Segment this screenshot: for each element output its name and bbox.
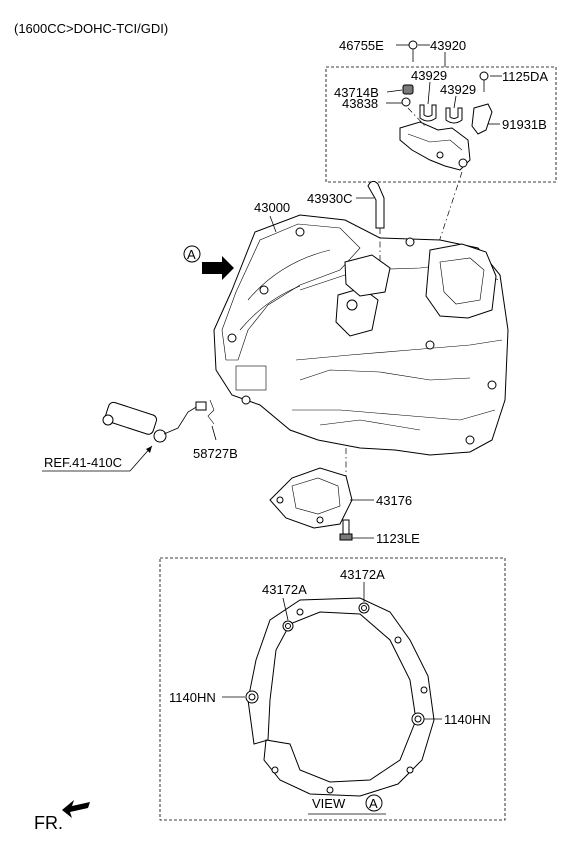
clutch-cylinder-fitting: [153, 429, 167, 443]
part-43838-drawing: [401, 97, 411, 107]
clutch-cylinder-body: [104, 401, 158, 435]
clutch-line-connector: [195, 401, 207, 411]
dash-bracket-to-case: [437, 171, 463, 246]
mount-bracket-hole-2: [276, 496, 284, 504]
gasket-hole-2: [394, 636, 402, 644]
view-a-arrow-icon: [202, 256, 234, 280]
gasket-hole-1: [296, 608, 304, 616]
callout-43929-b: 43929: [440, 82, 476, 97]
transmission-assembly-43000: [213, 214, 509, 456]
case-rib-lower: [299, 369, 471, 381]
bracket-91931B-drawing: [471, 103, 493, 135]
case-rib-bottom: [319, 419, 421, 431]
view-caption-letter: A: [369, 796, 378, 811]
ref-arrow-icon: [146, 446, 152, 453]
ref-label: REF.41-410C: [44, 455, 122, 470]
mount-stud: [346, 299, 358, 311]
breather-hose-43930C-drawing: [367, 180, 385, 229]
case-bolt-4: [295, 227, 305, 237]
dash-43838-bracket: [407, 107, 426, 127]
clutch-fluid-line: [163, 405, 199, 435]
front-arrow-icon: [62, 800, 90, 818]
gasket-hole-6: [271, 766, 279, 774]
callout-43176: 43176: [376, 493, 412, 508]
callout-43714B: 43714B: [334, 85, 379, 100]
dowel-43172A-left-inner: [285, 623, 291, 629]
bracket-hole: [458, 158, 468, 168]
bolt-46755E-head: [408, 40, 418, 50]
callout-91931B: 91931B: [502, 117, 547, 132]
clutch-cylinder-end: [102, 414, 114, 426]
bracket-43920-detail: [407, 133, 463, 151]
clip-43929-a-drawing: [419, 104, 437, 122]
view-a-marker-circle: [183, 245, 201, 263]
callout-43930C: 43930C: [307, 191, 353, 206]
case-bolt-3: [241, 395, 251, 405]
callout-43172A-left: 43172A: [262, 582, 307, 597]
mount-bracket-43176: [269, 467, 353, 529]
leader-43714B: [386, 89, 403, 93]
engine-spec-label: (1600CC>DOHC-TCI/GDI): [14, 21, 168, 36]
callout-1140HN-right: 1140HN: [444, 712, 491, 727]
callout-46755E: 46755E: [339, 38, 384, 53]
bell-housing-gasket: [245, 597, 435, 797]
bell-housing-rib-1: [247, 249, 331, 301]
bracket-hole-2: [436, 151, 444, 159]
gasket-hole-5: [326, 786, 334, 794]
case-lower-edge: [292, 409, 496, 421]
bell-housing-face: [221, 223, 361, 361]
leader-43929a: [427, 81, 431, 105]
leader-43000: [269, 215, 277, 233]
case-bolt-5: [487, 380, 497, 390]
shift-tower: [425, 243, 497, 319]
bell-housing-rib-2: [239, 285, 301, 331]
part-43714B-drawing: [402, 84, 414, 95]
case-bolt-1: [259, 285, 269, 295]
mount-boss: [335, 287, 379, 337]
plug-1140HN-right-inner: [414, 715, 422, 723]
plug-1140HN-left-inner: [248, 693, 256, 701]
case-bolt-2: [227, 333, 237, 343]
bolt-1125DA-head: [479, 71, 489, 81]
callout-43929-a: 43929: [411, 68, 447, 83]
callout-43920: 43920: [430, 38, 466, 53]
callout-1125DA: 1125DA: [502, 69, 548, 84]
bracket-inset-box: [325, 66, 557, 183]
callout-58727B: 58727B: [193, 446, 238, 461]
shift-tower-detail: [439, 257, 485, 305]
view-caption-circle: [365, 794, 383, 812]
case-mid-edge: [295, 339, 503, 361]
view-a-box: [159, 557, 506, 821]
leader-58727B: [211, 425, 217, 441]
clip-58727B-drawing: [207, 399, 215, 425]
callout-43172A-right: 43172A: [340, 567, 385, 582]
inspection-window: [235, 365, 267, 391]
gasket-plate-outline: [247, 597, 435, 797]
front-direction-label: FR.: [34, 813, 63, 833]
leader-43929b: [453, 95, 457, 109]
bracket-inset-group: [325, 40, 557, 183]
bolt-1123LE-head: [339, 533, 353, 541]
clutch-release-cylinder: [102, 401, 207, 443]
case-bolt-6: [465, 435, 475, 445]
dowel-43172A-right-inner: [361, 605, 367, 611]
leader-43172A-left: [282, 597, 289, 621]
callout-1123LE: 1123LE: [376, 531, 420, 546]
mount-bracket-43176-detail: [291, 477, 341, 515]
gasket-hole-3: [420, 686, 428, 694]
callout-43000: 43000: [254, 200, 290, 215]
callout-43838: 43838: [342, 96, 378, 111]
case-bolt-7: [405, 237, 415, 247]
shift-lever-housing: [344, 254, 391, 297]
mount-bracket-hole: [316, 516, 324, 524]
gasket-hole-4: [406, 766, 414, 774]
callout-1140HN-left: 1140HN: [169, 690, 216, 705]
view-caption-label: VIEW: [312, 796, 346, 811]
case-bolt-8: [425, 340, 435, 350]
clip-43929-b-drawing: [445, 107, 463, 124]
view-a-marker-letter: A: [187, 247, 196, 262]
